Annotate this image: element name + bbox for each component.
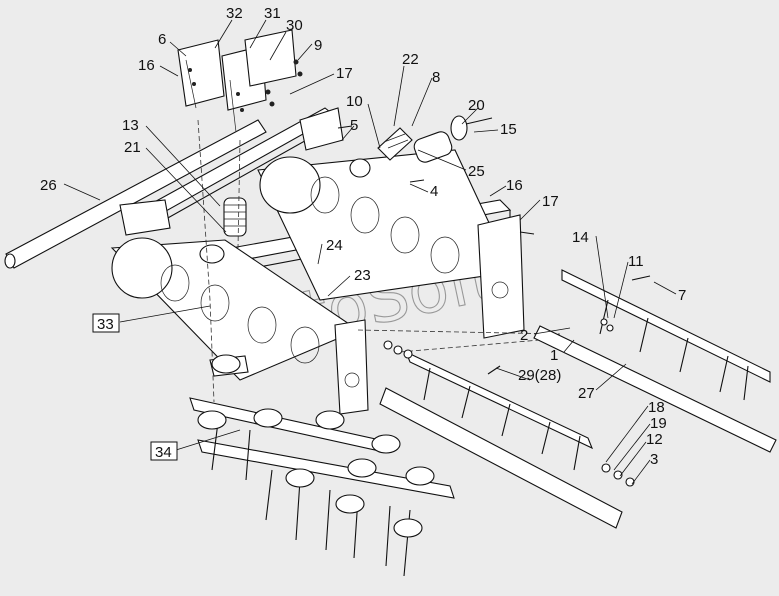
front-roller	[110, 237, 369, 415]
callout-9: 9	[314, 37, 322, 54]
top-brackets	[177, 29, 303, 133]
callout-8: 8	[432, 69, 440, 86]
callout-5: 5	[350, 117, 358, 134]
callout-20: 20	[468, 97, 485, 114]
callout-29-28: 29(28)	[518, 367, 561, 384]
callout-26: 26	[40, 177, 57, 194]
harrow-section	[189, 354, 455, 577]
callout-22: 22	[402, 51, 419, 68]
callout-33: 33	[97, 316, 114, 333]
callout-7: 7	[678, 287, 686, 304]
callout-32: 32	[226, 5, 243, 22]
callout-12: 12	[646, 431, 663, 448]
leader-lines	[63, 19, 677, 485]
callouts: 32 31 30 6 9 16 17 22 8 10 20 13 5 15 21…	[40, 5, 686, 468]
callout-21: 21	[124, 139, 141, 156]
callout-17-lower: 17	[542, 193, 559, 210]
callout-1: 1	[550, 347, 558, 364]
callout-11: 11	[628, 253, 644, 270]
callout-box-34	[150, 441, 178, 461]
callout-31: 31	[264, 5, 281, 22]
callout-25: 25	[468, 163, 485, 180]
callout-2: 2	[520, 327, 528, 344]
callout-30: 30	[286, 17, 303, 34]
callout-27: 27	[578, 385, 595, 402]
callout-10: 10	[346, 93, 363, 110]
callout-6: 6	[158, 31, 166, 48]
callout-15: 15	[500, 121, 517, 138]
callout-14: 14	[572, 229, 589, 246]
hardware-parts	[337, 125, 651, 487]
callout-13: 13	[122, 117, 139, 134]
spring-assembly-left	[199, 197, 247, 264]
callout-23: 23	[354, 267, 371, 284]
rear-roller	[257, 149, 525, 339]
callout-4: 4	[430, 183, 438, 200]
angle-bar-front	[379, 387, 623, 529]
callout-3: 3	[650, 451, 658, 468]
callout-24: 24	[326, 237, 343, 254]
spring-assembly-right	[349, 115, 493, 178]
callout-34: 34	[155, 444, 172, 461]
callout-17-upper: 17	[336, 65, 353, 82]
callout-16-lower: 16	[506, 177, 523, 194]
tine-bar-front	[404, 350, 594, 471]
long-tube	[4, 119, 267, 269]
callout-18: 18	[648, 399, 665, 416]
callout-16-upper: 16	[138, 57, 155, 74]
callout-box-33	[92, 313, 120, 333]
tine-bar-rear	[561, 269, 771, 401]
callout-19: 19	[650, 415, 667, 432]
